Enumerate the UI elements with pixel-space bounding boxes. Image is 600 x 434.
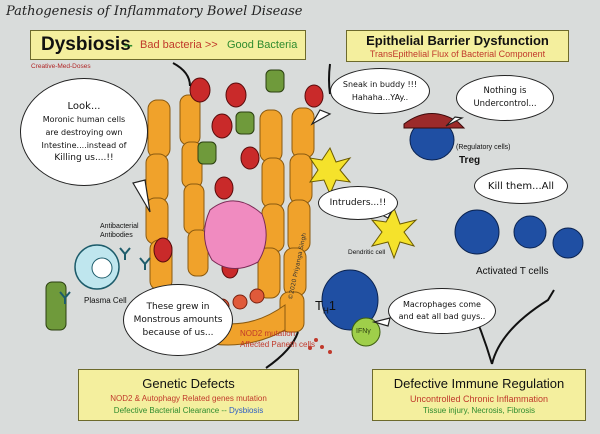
nod2-label: NOD2 mutation Affected Paneth cells [240, 328, 315, 350]
plasma-cell-label: Plasma Cell [84, 296, 127, 305]
genetic-sub2-text: Defective Bacterial Clearance -- [113, 406, 227, 415]
genetic-sub2-highlight: Dysbiosis [228, 406, 264, 415]
villus-segment [183, 183, 205, 235]
green-bacterium-left [45, 281, 67, 331]
villus-segment [179, 94, 201, 146]
th1-cell [321, 269, 379, 331]
arrow-genetic [265, 331, 299, 369]
ifn-bag [351, 317, 381, 347]
defective-subtitle-2: Tissue injury, Necrosis, Fibrosis [422, 406, 536, 415]
villus-segment [261, 157, 285, 209]
sneak-line-1: Sneak in buddy !!! [342, 80, 418, 89]
dendritic-cells [308, 146, 418, 260]
bubble-tails [132, 109, 464, 327]
th1-num: 1 [328, 298, 336, 313]
macrophage-line-1: Macrophages come [403, 300, 481, 309]
genetic-title: Genetic Defects [142, 376, 235, 391]
intruders-text: Intruders...!! [329, 198, 387, 208]
epithelial-box: Epithelial Barrier Dysfunction TransEpit… [346, 30, 569, 62]
look-bubble: Look... Moronic human cells are destroyi… [20, 78, 148, 186]
nod2-line-1: NOD2 mutation [240, 329, 296, 338]
sneak-line-2: Hahaha...YAy.. [351, 93, 409, 102]
villus-segment [289, 153, 313, 205]
dendritic-label: Dendritic cell [348, 249, 386, 256]
regulatory-label: (Regulatory cells) [456, 144, 511, 151]
nothing-line-1: Nothing is [483, 86, 527, 96]
nothing-line-2: Undercontrol... [473, 99, 537, 109]
macrophage-bubble: Macrophages come and eat all bad guys.. [388, 288, 496, 334]
pink-immune-cell [204, 200, 267, 269]
dysbiosis-title: Dysbiosis [41, 34, 131, 55]
defective-subtitle-1: Uncontrolled Chronic Inflammation [409, 394, 549, 404]
bad-bacteria-label: Bad bacteria >> [140, 39, 218, 51]
kill-text: Kill them...All [487, 180, 555, 192]
villus-segment [259, 109, 283, 163]
activated-t-label: Activated T cells [476, 266, 549, 277]
th1-sub: H [322, 306, 329, 316]
monstrous-line-2: Monstrous amounts [133, 314, 223, 325]
villus-segment [257, 247, 281, 299]
genetic-defects-box: Genetic Defects NOD2 & Autophagy Related… [78, 369, 299, 421]
ifn-label: IFNγ [356, 328, 371, 335]
epithelial-subtitle: TransEpithelial Flux of Bacterial Compon… [369, 49, 546, 59]
activated-t-cells [454, 209, 584, 259]
look-line-2: Moronic human cells [42, 114, 126, 124]
monstrous-bubble: These grew in Monstrous amounts because … [123, 284, 233, 356]
epithelial-title: Epithelial Barrier Dysfunction [366, 33, 549, 48]
look-line-4: Intestine....instead of [41, 140, 127, 150]
genetic-subtitle-1: NOD2 & Autophagy Related genes mutation [110, 394, 267, 403]
nothing-bubble: Nothing is Undercontrol... [456, 75, 554, 121]
look-line-3: are destroying own [45, 127, 123, 137]
th1-label: TH1 [315, 298, 336, 316]
good-bacteria-label: Good Bacteria [227, 39, 298, 51]
arrow-epithelial [328, 63, 331, 95]
look-line-1: Look... [67, 100, 101, 112]
monstrous-line-3: because of us... [142, 327, 214, 338]
antibodies [59, 247, 151, 304]
dysbiosis-box: Dysbiosis -- Bad bacteria >> Good Bacter… [30, 30, 306, 60]
monstrous-line-1: These grew in [146, 301, 210, 312]
sneak-bubble: Sneak in buddy !!! Hahaha...YAy.. [330, 68, 430, 114]
defective-title: Defective Immune Regulation [393, 376, 565, 391]
macrophage-line-2: and eat all bad guys.. [398, 312, 486, 321]
defective-immune-box: Defective Immune Regulation Uncontrolled… [372, 369, 586, 421]
credit-text: Creative-Med-Doses [31, 63, 91, 70]
nod2-line-2: Affected Paneth cells [240, 340, 316, 349]
villus-segment [291, 107, 315, 159]
plasma-nucleus [91, 257, 113, 279]
dysbiosis-dash: -- [124, 37, 133, 52]
villus-segment [147, 99, 171, 159]
antibacterial-label: Antibacterial Antibodies [100, 222, 139, 240]
genetic-subtitle-2: Defective Bacterial Clearance -- Dysbios… [79, 406, 298, 415]
page-title: Pathogenesis of Inflammatory Bowel Disea… [6, 4, 303, 19]
intruders-bubble: Intruders...!! [318, 186, 398, 220]
red-dots [308, 338, 332, 354]
arrow-dysbiosis [172, 62, 191, 87]
antibacterial-line-2: Antibodies [100, 232, 133, 239]
antibacterial-line-1: Antibacterial [100, 223, 139, 230]
kill-bubble: Kill them...All [474, 168, 568, 204]
look-line-5: Killing us....!! [54, 152, 114, 163]
th1-main: T [315, 298, 323, 313]
treg-label: Treg [459, 155, 481, 166]
villus-segment [145, 153, 169, 203]
arrow-defective [491, 289, 555, 365]
